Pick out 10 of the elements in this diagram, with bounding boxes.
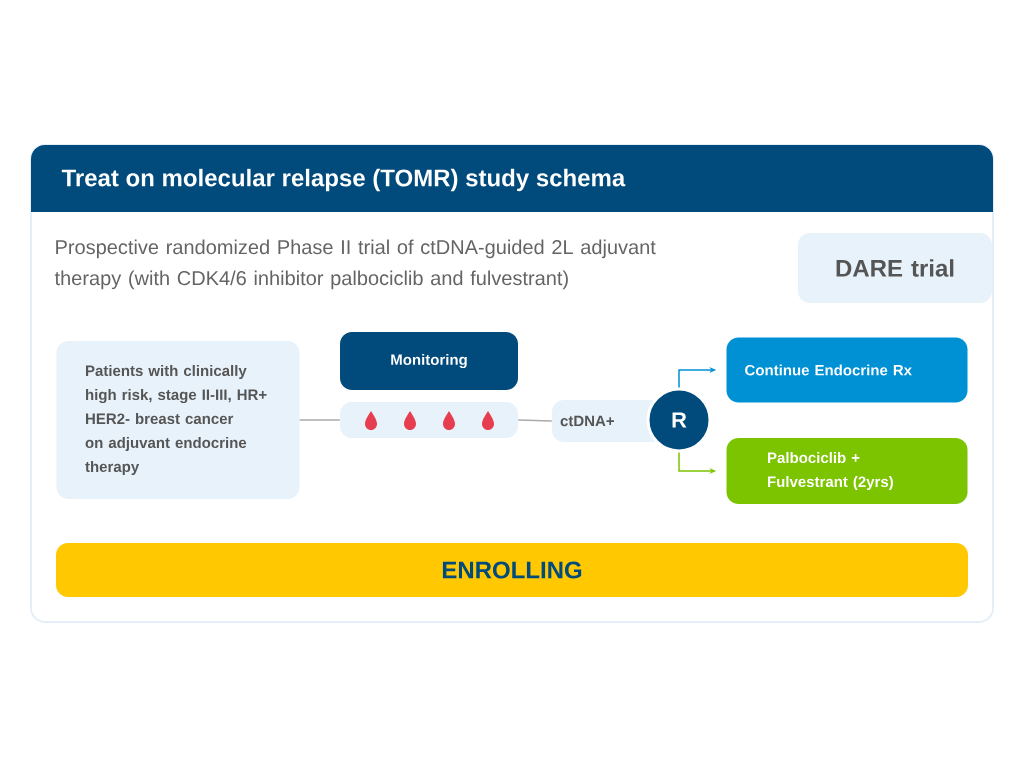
status-banner: ENROLLING [56, 543, 968, 597]
process-box: Monitoring [340, 332, 518, 390]
arm-box: Palbociclib + Fulvestrant (2yrs) [726, 438, 968, 504]
header-bar: Treat on molecular relapse (TOMR) study schema [31, 145, 993, 212]
process-box: Patients with clinically high risk, stage II-III, HR+ HER2- breast cancer on adjuvant endocrine therapy [56, 341, 300, 499]
trial-badge: DARE trial [798, 233, 992, 303]
connector-line [298, 419, 341, 421]
arm-box: Continue Endocrine Rx [726, 337, 968, 403]
subtitle: Prospective randomized Phase II trial of ctDNA-guided 2L adjuvant therapy (with CDK4/6 inhibitor palbociclib and fulvestrant) [54, 239, 656, 290]
connector-line [517, 419, 553, 422]
